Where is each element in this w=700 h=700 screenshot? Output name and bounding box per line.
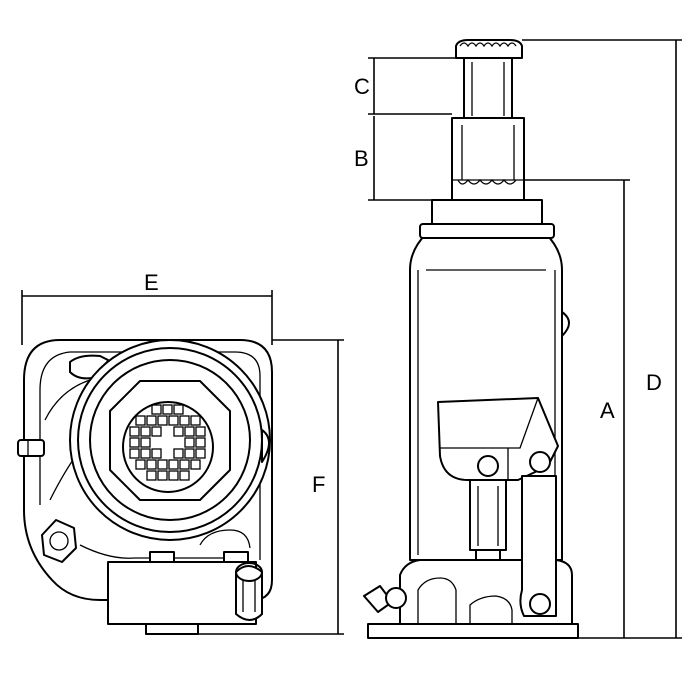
side-view-pump-pin-3 <box>529 593 551 615</box>
side-view-pump-pin-2 <box>529 451 551 473</box>
top-view-handle-socket-top <box>235 562 263 582</box>
top-view-handle-socket <box>235 565 263 621</box>
side-view-top-nut <box>431 199 543 225</box>
top-view-cylinder-ring-inner <box>89 359 251 521</box>
label-a: A <box>600 398 615 423</box>
label-b: B <box>354 146 369 171</box>
side-view-saddle <box>455 39 523 59</box>
top-view-saddle-grid <box>129 404 206 481</box>
side-view-top-cap <box>419 223 555 239</box>
top-view-inner-plate <box>39 351 261 560</box>
side-view-oil-plug <box>561 311 570 337</box>
side-view-extension-screw <box>463 57 513 119</box>
top-view-lower-nut <box>41 519 77 563</box>
side-view-base-arches <box>417 577 513 624</box>
top-view-clip-2 <box>223 551 249 563</box>
side-view-base-plate <box>367 623 579 639</box>
jack-top-view <box>17 339 273 635</box>
top-view-foot <box>145 623 199 635</box>
side-view-ram <box>451 117 525 201</box>
label-d: D <box>646 370 662 395</box>
top-view-clip-1 <box>149 551 175 563</box>
jack-side-view <box>363 39 579 639</box>
side-view-pump-pin-1 <box>477 455 499 477</box>
label-c: C <box>354 74 370 99</box>
top-view-ring-lug <box>261 429 270 463</box>
top-view-lower-chamber <box>79 529 251 559</box>
side-view-release-valve <box>363 585 407 613</box>
label-e: E <box>144 270 159 295</box>
side-view-pump-link <box>519 475 557 617</box>
top-view-release-valve <box>17 439 45 457</box>
side-view-pump-piston <box>469 479 507 551</box>
side-view-pump-head <box>437 397 559 481</box>
dimension-lines <box>21 39 682 639</box>
side-view-saddle-teeth <box>459 42 517 48</box>
side-view-ram-knurl <box>452 178 524 185</box>
label-f: F <box>312 472 325 497</box>
top-view-pump-housing <box>107 561 257 625</box>
